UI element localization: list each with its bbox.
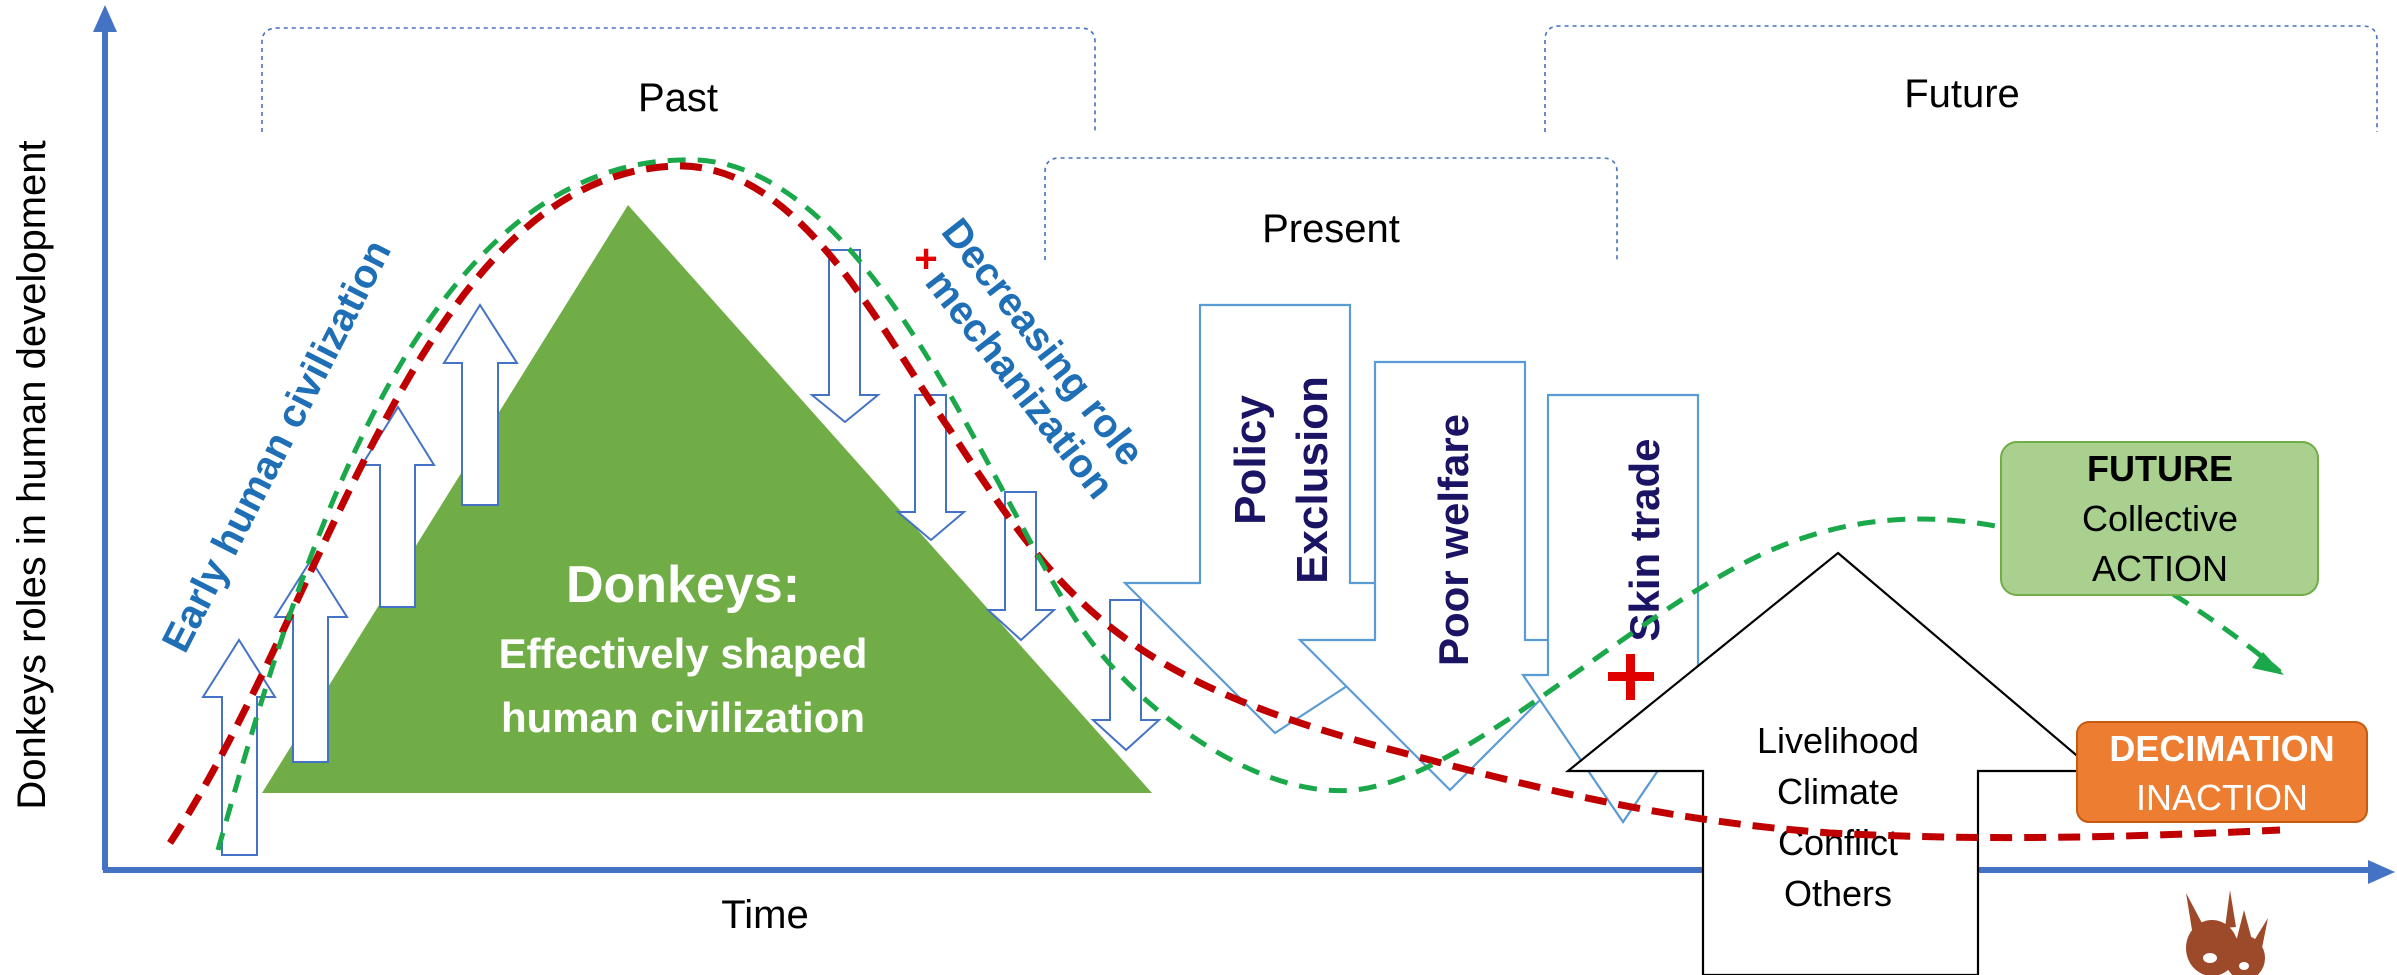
up-arrow-4 [442, 303, 519, 506]
rising-label: Early human civilization [154, 233, 400, 659]
driver-livelihood: Livelihood [1757, 720, 1919, 761]
green-dashed-curve [215, 157, 2282, 851]
skin-trade-label: Skin trade [1621, 438, 1668, 641]
past-brace [261, 27, 1096, 132]
drivers-arrow [1564, 551, 2098, 975]
y-axis-label: Donkeys roles in human development [10, 140, 54, 809]
green-curve-arrowhead [2252, 652, 2284, 675]
policy-label: Policy [1226, 395, 1275, 525]
future-box-line2: ACTION [2092, 548, 2228, 589]
period-braces [261, 25, 2378, 260]
driver-climate: Climate [1777, 771, 1899, 812]
donkey-triangle [262, 205, 1152, 793]
decimation-box-line1: INACTION [2136, 777, 2308, 818]
decimation-box [2076, 721, 2368, 823]
decimation-box-title: DECIMATION [2109, 728, 2334, 769]
driver-others: Others [1784, 873, 1892, 914]
triangle-line2: human civilization [501, 694, 865, 741]
future-box-line1: Collective [2082, 498, 2238, 539]
poor-welfare-label: Poor welfare [1430, 414, 1477, 666]
triangle-title: Donkeys: [566, 556, 800, 614]
up-arrow-1 [201, 638, 277, 856]
falling-plus-icon: + [914, 237, 937, 281]
up-arrow-3 [360, 405, 436, 608]
axes: Donkeys roles in human development Time [10, 5, 2395, 937]
down-arrow-3 [985, 491, 1057, 642]
future-action-box [2000, 441, 2319, 596]
x-axis-label: Time [721, 893, 808, 937]
past-label: Past [638, 76, 718, 120]
skin-trade-plus-icon [1608, 654, 1654, 700]
down-arrow-4 [1090, 599, 1162, 752]
exclusion-label: Exclusion [1288, 376, 1337, 584]
falling-arrows [809, 249, 1162, 752]
x-axis-arrowhead [2368, 860, 2395, 884]
future-box-title: FUTURE [2087, 448, 2233, 489]
y-axis-arrowhead [93, 5, 117, 32]
future-label: Future [1904, 72, 2020, 116]
down-arrow-2 [895, 394, 967, 542]
future-brace [1544, 25, 2378, 132]
down-arrow-1 [809, 249, 881, 424]
triangle-line1: Effectively shaped [499, 630, 868, 677]
donkey-logo-icon [2186, 890, 2268, 975]
poor-welfare-arrow [1297, 360, 1603, 792]
rising-arrows [201, 303, 519, 856]
present-label: Present [1262, 207, 1400, 251]
